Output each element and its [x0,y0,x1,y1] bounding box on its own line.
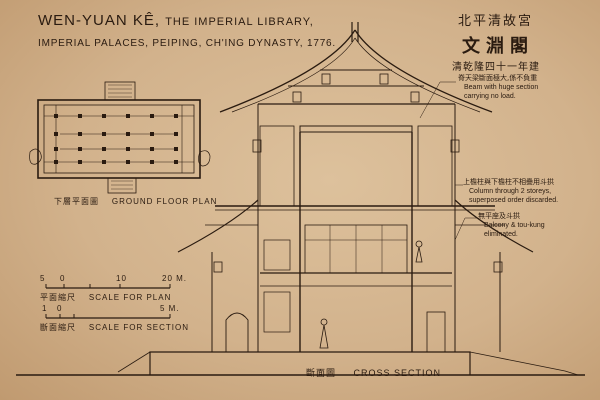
section-scale-mark-0: 1 [42,304,48,313]
section-scale-caption-cn: 斷面縮尺 [40,323,76,332]
plan-scale-caption-cn: 平面縮尺 [40,293,76,302]
annotation-balcony-cn: 無平座及斗拱 [478,212,520,220]
section-caption: 斷面圖 CROSS SECTION [306,366,441,379]
section-scale-caption-en: SCALE FOR SECTION [88,323,190,332]
chinese-date: 清乾隆四十一年建 [452,62,540,73]
plan-caption-en: GROUND FLOOR PLAN [111,197,218,206]
human-figures [319,240,423,349]
plan-scale-caption: 平面縮尺 SCALE FOR PLAN [40,292,171,303]
title-name: WEN-YUAN KÊ, [38,12,161,29]
scale-bar-plan [45,284,171,289]
chinese-name: 文淵閣 [462,36,534,57]
annotation-beam-cn: 脊天梁斷面極大,係不負重 [458,74,538,82]
section-caption-cn: 斷面圖 [306,369,337,379]
cross-section-drawing [16,22,585,376]
drawing-subtitle: IMPERIAL PALACES, PEIPING, CH'ING DYNAST… [38,38,336,49]
title-descriptor: THE IMPERIAL LIBRARY, [165,16,314,28]
plan-caption-cn: 下層平面圖 [54,197,99,206]
annotation-column: 上檐柱與下檐柱不相疊用斗拱 Column through 2 storeys, … [463,178,558,205]
chinese-place: 北平清故宮 [458,14,534,29]
plan-scale-caption-en: SCALE FOR PLAN [88,293,172,302]
section-scale-mark-2: 5 M. [160,304,180,313]
section-scale-mark-1: 0 [57,304,63,313]
section-scale-caption: 斷面縮尺 SCALE FOR SECTION [40,322,189,333]
plan-scale-mark-2: 10 [116,274,127,283]
annotation-beam: 脊天梁斷面極大,係不負重 Beam with huge section carr… [458,74,538,101]
section-caption-en: CROSS SECTION [353,368,442,378]
annotation-column-en-2: superposed order discarded. [469,197,559,204]
plan-columns [54,114,178,164]
annotation-column-cn: 上檐柱與下檐柱不相疊用斗拱 [463,178,554,186]
annotation-balcony-en-2: eliminated. [484,231,518,238]
annotation-beam-en-2: carrying no load. [464,93,516,100]
plan-scale-mark-3: 20 M. [162,274,188,283]
scale-bar-section [45,314,171,319]
plan-caption: 下層平面圖 GROUND FLOOR PLAN [54,196,217,207]
annotation-balcony: 無平座及斗拱 Balcony & tou-kung eliminated. [478,212,545,239]
drawing-title: WEN-YUAN KÊ, THE IMPERIAL LIBRARY, [38,12,314,29]
annotation-column-en-1: Column through 2 storeys, [469,188,552,195]
annotation-beam-en-1: Beam with huge section [464,84,539,91]
ground-floor-plan [29,81,211,194]
annotation-balcony-en-1: Balcony & tou-kung [484,222,545,229]
plan-scale-mark-0: 5 [40,274,46,283]
plan-scale-mark-1: 0 [60,274,66,283]
